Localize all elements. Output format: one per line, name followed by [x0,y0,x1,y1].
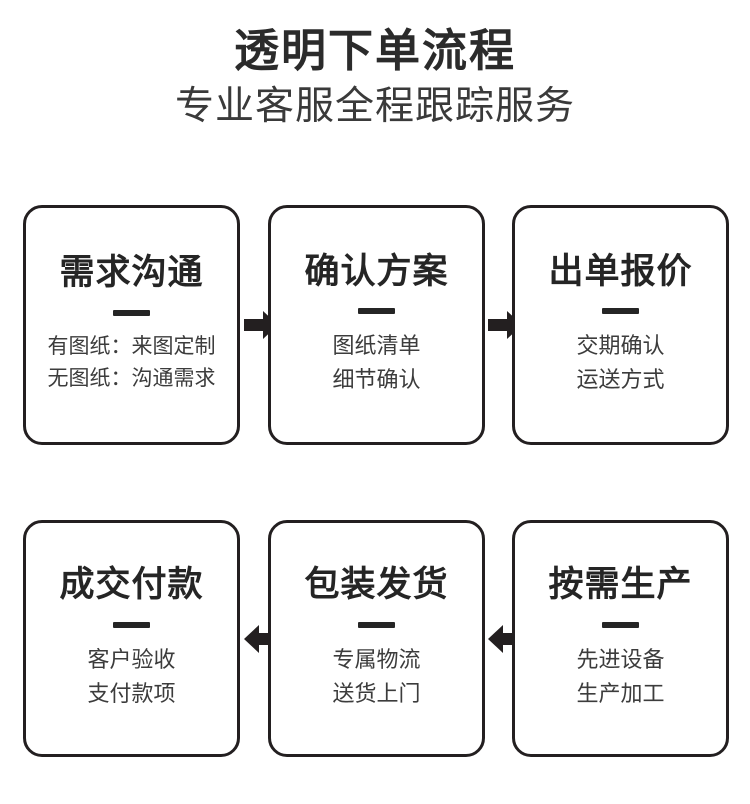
arrow-left-icon [488,624,522,654]
flow-node-detail-line: 生产加工 [576,680,665,706]
process-flowchart: 需求沟通 有图纸：来图定制 无图纸：沟通需求 确认方案 图纸清单 细节确认 [0,205,750,757]
arrow-left-icon [244,624,278,654]
flow-node-detail-list: 交期确认 运送方式 [576,329,664,397]
flow-node-confirm-plan[interactable]: 确认方案 图纸清单 细节确认 [268,205,485,445]
flow-node-title: 按需生产 [548,565,693,605]
divider-dash [358,308,395,315]
divider-dash [358,621,395,628]
flow-node-detail-list: 图纸清单 细节确认 [332,329,420,397]
flow-node-title: 需求沟通 [59,253,204,293]
flow-node-detail-line: 图纸清单 [332,333,421,359]
flow-node-detail-line: 细节确认 [332,367,421,393]
flow-row-2: 成交付款 客户验收 支付款项 包装发货 专属物流 送货上门 [0,520,750,757]
divider-dash [113,621,150,628]
flow-node-detail-line: 先进设备 [576,646,665,672]
divider-dash [602,621,639,628]
flow-node-detail-list: 先进设备 生产加工 [576,643,664,711]
flow-node-detail-line: 送货上门 [332,680,421,706]
flow-node-title: 包装发货 [304,565,449,605]
divider-dash [602,308,639,315]
flow-node-packing-shipping[interactable]: 包装发货 专属物流 送货上门 [268,520,485,757]
flow-node-title: 出单报价 [548,251,693,291]
page-header: 透明下单流程 专业客服全程跟踪服务 [0,0,750,129]
flow-node-detail-line: 专属物流 [332,646,421,672]
flow-node-title: 确认方案 [304,251,449,291]
flow-node-quotation[interactable]: 出单报价 交期确认 运送方式 [512,205,729,445]
flow-node-detail-line: 支付款项 [87,680,176,706]
flow-node-detail-line: 交期确认 [576,333,665,359]
flow-node-detail-list: 专属物流 送货上门 [332,643,420,711]
flow-node-title: 成交付款 [59,565,204,605]
flow-node-detail-line: 有图纸：来图定制 [47,334,216,358]
flow-node-detail-list: 客户验收 支付款项 [87,643,175,711]
flow-node-detail-line: 无图纸：沟通需求 [47,367,216,391]
page-title: 透明下单流程 [233,25,516,76]
flow-row-1: 需求沟通 有图纸：来图定制 无图纸：沟通需求 确认方案 图纸清单 细节确认 [0,205,750,445]
flow-node-detail-line: 运送方式 [576,367,665,393]
page-subtitle: 专业客服全程跟踪服务 [174,85,575,129]
flow-node-demand-communication[interactable]: 需求沟通 有图纸：来图定制 无图纸：沟通需求 [23,205,240,445]
flow-node-detail-list: 有图纸：来图定制 无图纸：沟通需求 [48,331,216,396]
flow-node-payment-settlement[interactable]: 成交付款 客户验收 支付款项 [23,520,240,757]
flow-node-on-demand-production[interactable]: 按需生产 先进设备 生产加工 [512,520,729,757]
divider-dash [113,309,150,316]
flow-node-detail-line: 客户验收 [87,646,176,672]
